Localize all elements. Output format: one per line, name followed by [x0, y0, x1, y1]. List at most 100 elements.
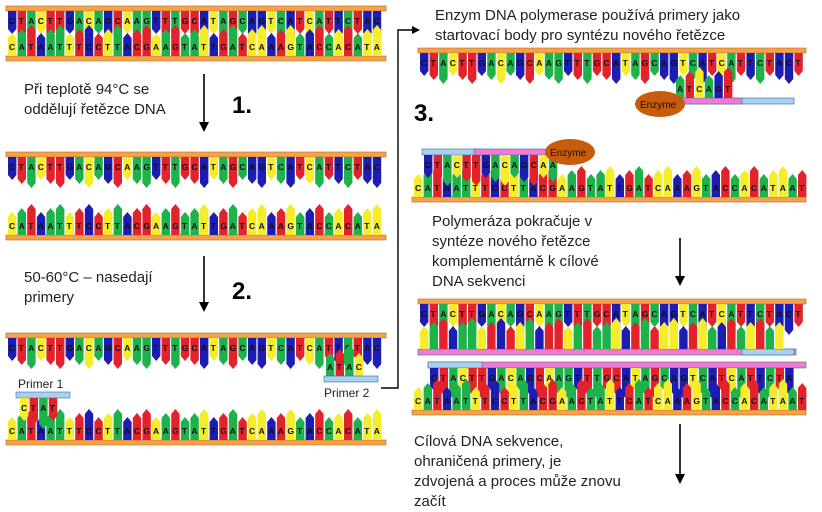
base-tip — [17, 29, 26, 34]
base-tip — [152, 29, 161, 34]
base-tip — [621, 322, 630, 327]
base-C — [372, 414, 382, 440]
base-A — [429, 327, 438, 349]
base-tip — [644, 387, 653, 392]
base-letter: A — [789, 396, 795, 406]
base-tip — [420, 322, 429, 327]
base-tip — [123, 356, 132, 361]
base-letter: C — [345, 221, 351, 231]
base-C — [775, 327, 784, 349]
base-G — [448, 331, 458, 349]
base-letter: A — [278, 426, 284, 436]
base-tip — [334, 208, 343, 213]
base-letter: C — [729, 373, 735, 383]
base-T — [219, 213, 228, 235]
base-A — [660, 368, 669, 386]
base-letter: A — [201, 162, 207, 172]
base-T — [794, 304, 803, 322]
base-G — [526, 368, 535, 390]
base-T — [548, 384, 557, 410]
base-letter: A — [623, 373, 629, 383]
base-tip — [429, 75, 438, 80]
base-tip — [468, 318, 477, 323]
base-tip — [248, 413, 257, 418]
base-letter: T — [211, 343, 217, 353]
base-letter: C — [9, 42, 15, 52]
base-T — [708, 53, 717, 71]
base-A — [113, 209, 122, 235]
base-T — [276, 213, 286, 235]
base-C — [420, 331, 429, 349]
base-T — [219, 34, 228, 56]
base-letter: C — [415, 183, 421, 193]
base-letter: A — [440, 309, 446, 319]
base-letter: T — [268, 162, 274, 172]
base-letter: A — [191, 426, 197, 436]
base-C — [334, 34, 343, 56]
base-letter: C — [492, 396, 498, 406]
base-C — [363, 418, 372, 440]
base-letter: T — [182, 42, 188, 52]
base-G — [679, 368, 688, 394]
base-letter: A — [124, 16, 130, 26]
base-tip — [142, 25, 151, 30]
base-letter: A — [613, 58, 619, 68]
base-letter: T — [297, 426, 303, 436]
base-C — [65, 422, 74, 440]
base-A — [487, 53, 496, 75]
base-C — [36, 338, 46, 356]
base-tip — [209, 33, 218, 38]
base-T — [190, 11, 199, 33]
base-T — [525, 53, 534, 79]
base-letter: T — [431, 58, 437, 68]
base-T — [161, 11, 170, 33]
base-C — [286, 209, 295, 235]
base-letter: T — [473, 183, 479, 193]
base-tip — [510, 173, 519, 178]
base-A — [132, 157, 142, 179]
base-C — [123, 338, 132, 356]
base-tip — [654, 170, 663, 175]
base-tip — [496, 318, 506, 323]
base-letter: T — [725, 84, 731, 94]
base-C — [257, 414, 266, 440]
base-letter: G — [143, 343, 150, 353]
base-tip — [625, 383, 634, 388]
base-tip — [104, 413, 113, 418]
base-tip — [315, 183, 324, 188]
base-G — [8, 11, 17, 29]
base-letter: A — [268, 221, 274, 231]
base-letter: T — [153, 162, 159, 172]
base-C — [152, 422, 161, 440]
base-C — [612, 323, 621, 349]
base-letter: G — [220, 221, 227, 231]
base-tip — [296, 29, 305, 34]
base-letter: T — [463, 160, 469, 170]
base-letter: G — [479, 309, 486, 319]
base-tip — [644, 174, 653, 179]
base-letter: A — [191, 42, 197, 52]
base-letter: A — [316, 343, 322, 353]
extension-text: Polymeráza pokračuje v syntéze nového ře… — [432, 213, 599, 290]
base-A — [564, 368, 573, 394]
base-letter: A — [684, 183, 690, 193]
base-C — [123, 157, 132, 175]
base-T — [238, 217, 247, 235]
base-A — [756, 53, 765, 79]
base-letter: A — [259, 42, 265, 52]
base-letter: C — [239, 343, 245, 353]
base-A — [238, 11, 247, 29]
base-tip — [353, 29, 362, 34]
base-G — [714, 76, 723, 98]
base-G — [123, 217, 132, 235]
base-G — [267, 422, 276, 440]
base-T — [602, 368, 612, 386]
base-tip — [94, 33, 103, 38]
base-G — [717, 327, 726, 349]
base-tip — [462, 177, 471, 182]
base-A — [592, 331, 602, 349]
base-letter: C — [454, 160, 460, 170]
base-T — [554, 323, 563, 349]
copy-1-new-strand — [417, 348, 797, 356]
